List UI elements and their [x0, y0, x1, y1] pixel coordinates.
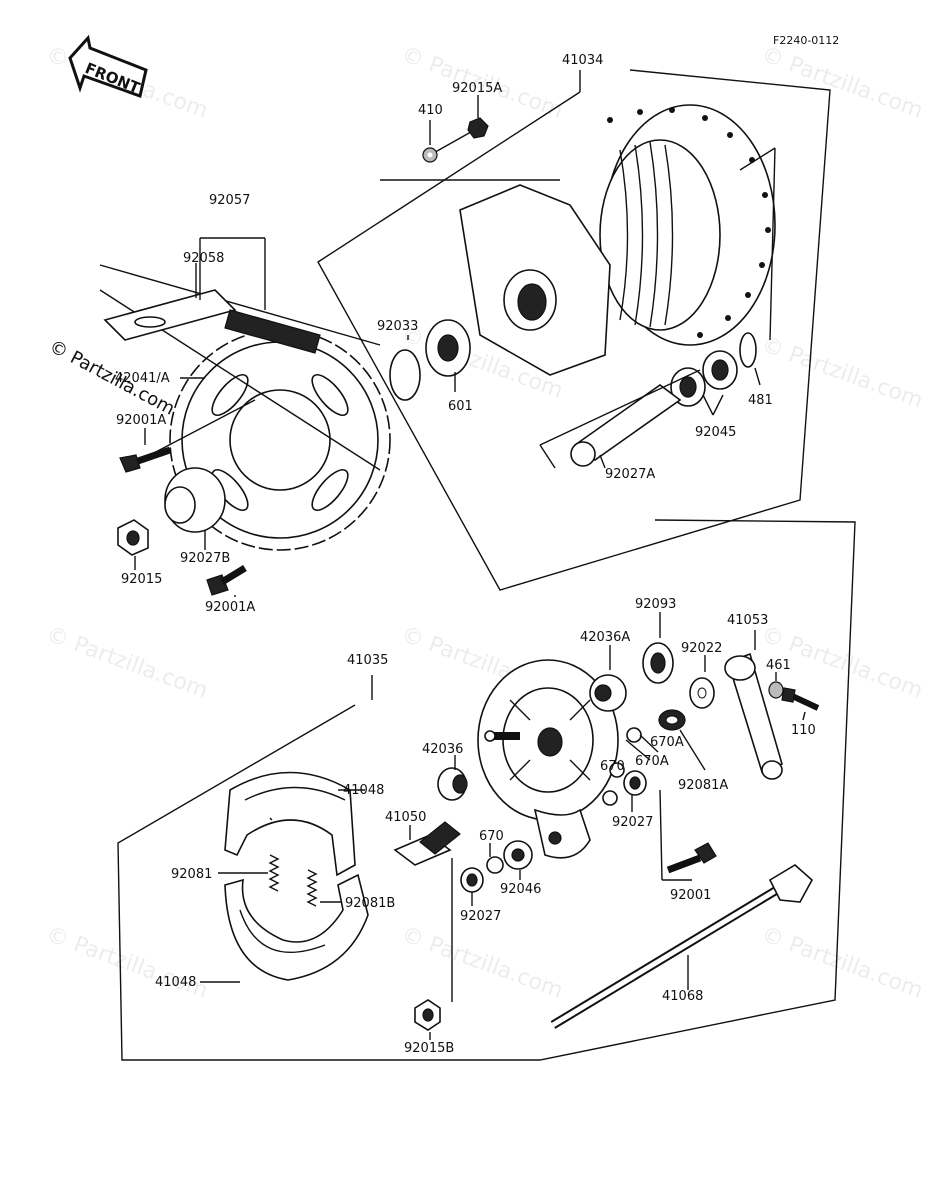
label-92027A: 92027A	[605, 467, 655, 482]
label-92022: 92022	[681, 641, 722, 656]
label-601: 601	[448, 399, 473, 414]
bolt-92001	[666, 842, 717, 874]
o-ring-670-lower	[486, 856, 504, 874]
spring-92081	[268, 854, 280, 892]
label-92081A: 92081A	[678, 778, 728, 793]
label-670-b: 670	[479, 829, 504, 844]
cam-boss	[484, 730, 520, 742]
watermark: © Partzilla.com	[758, 42, 926, 124]
drawing-code: F2240-0112	[773, 34, 839, 47]
o-ring-670-upper	[602, 790, 618, 806]
label-410: 410	[418, 103, 443, 118]
label-92057: 92057	[209, 193, 250, 208]
nut-92015B	[414, 999, 441, 1031]
nut-92015A	[467, 117, 489, 139]
label-92046: 92046	[500, 882, 541, 897]
watermark: © Partzilla.com	[398, 922, 566, 1004]
rear-hub	[459, 104, 776, 376]
bolt-110	[781, 687, 820, 711]
label-92081B: 92081B	[345, 896, 395, 911]
label-92015: 92015	[121, 572, 162, 587]
o-ring-670A-lower	[609, 762, 625, 778]
watermark: © Partzilla.com	[758, 922, 926, 1004]
label-92093: 92093	[635, 597, 676, 612]
label-92001A-top: 92001A	[116, 413, 166, 428]
label-481: 481	[748, 393, 773, 408]
watermark: © Partzilla.com	[43, 922, 211, 1004]
label-92045: 92045	[695, 425, 736, 440]
label-92058: 92058	[183, 251, 224, 266]
label-41048-b: 41048	[155, 975, 196, 990]
label-41050: 41050	[385, 810, 426, 825]
label-92001A-bottom: 92001A	[205, 600, 255, 615]
nut-92015	[117, 519, 149, 556]
watermark: © Partzilla.com	[758, 332, 926, 414]
hub-group-frame	[317, 69, 831, 591]
watermark: © Partzilla.com	[43, 622, 211, 704]
spring-92081B	[306, 869, 318, 907]
label-110: 110	[791, 723, 816, 738]
circlip-92033	[389, 349, 421, 401]
label-670A-b: 670A	[635, 754, 669, 769]
washer-461	[768, 681, 784, 699]
spring-92081A	[658, 709, 686, 731]
washer-410	[422, 147, 438, 163]
brake-shoe-upper	[224, 771, 356, 877]
collar-92027B	[164, 467, 226, 533]
label-41035: 41035	[347, 653, 388, 668]
brake-panel	[477, 659, 619, 859]
label-42036A: 42036A	[580, 630, 630, 645]
seal-92093	[642, 642, 674, 684]
label-92027-b: 92027	[460, 909, 501, 924]
brake-cam-41050	[393, 821, 461, 866]
label-92027B: 92027B	[180, 551, 230, 566]
o-ring-670A-upper	[626, 727, 642, 743]
collar-92027-lower	[460, 867, 484, 893]
drive-chain	[99, 264, 381, 471]
label-42036: 42036	[422, 742, 463, 757]
label-92015B: 92015B	[404, 1041, 454, 1056]
bush-92046	[503, 840, 533, 870]
spacer-92027A	[570, 384, 682, 467]
label-41053: 41053	[727, 613, 768, 628]
label-670A-a: 670A	[650, 735, 684, 750]
brake-group-frame	[117, 519, 856, 1061]
circlip-481	[739, 332, 757, 368]
label-92027-a: 92027	[612, 815, 653, 830]
seal-42036A	[589, 674, 627, 712]
bush-42036	[437, 767, 468, 801]
part-labels: 41034 410 92015A 92057 92058 92033 601 4…	[115, 53, 816, 1056]
label-41068: 41068	[662, 989, 703, 1004]
label-41034: 41034	[562, 53, 603, 68]
axle-41068	[550, 864, 814, 1029]
brake-lever-41053	[724, 652, 783, 780]
label-92081: 92081	[171, 867, 212, 882]
brake-shoe-lower	[224, 873, 369, 981]
washer-92022	[689, 677, 715, 709]
label-42041A: 42041/A	[115, 371, 170, 386]
label-670-a: 670	[600, 759, 625, 774]
bearing-92045-b	[670, 367, 706, 407]
collar-92027-mid	[623, 770, 647, 796]
bolt-92001A-top	[119, 446, 172, 473]
bearing-601	[425, 319, 471, 377]
label-92001: 92001	[670, 888, 711, 903]
label-92015A: 92015A	[452, 81, 502, 96]
label-461: 461	[766, 658, 791, 673]
bearing-92045-a	[702, 350, 738, 390]
bolt-92001A-bottom	[206, 565, 247, 596]
label-41048-a: 41048	[343, 783, 384, 798]
label-92033: 92033	[377, 319, 418, 334]
